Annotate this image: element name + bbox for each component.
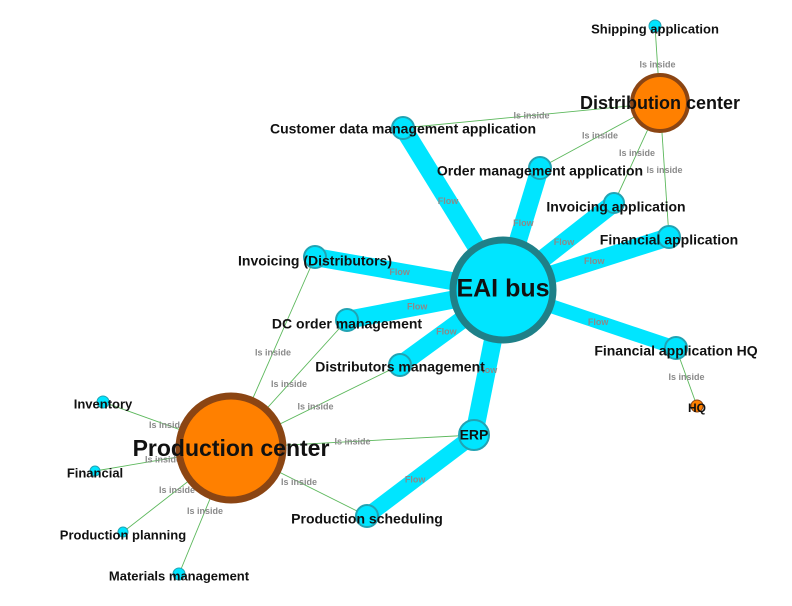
node-materials[interactable] xyxy=(172,567,186,581)
inside-edge-customer-distribution xyxy=(402,102,661,129)
node-label-materials: Materials management xyxy=(109,568,250,583)
edge-label-order-distribution: Is inside xyxy=(582,131,618,141)
edge-label-production_planning-production: Is inside xyxy=(159,485,195,495)
edge-label-eai-order: Flow xyxy=(513,218,534,228)
edge-label-eai-dc_order: Flow xyxy=(407,302,428,312)
node-hq[interactable] xyxy=(690,399,704,413)
node-shipping[interactable] xyxy=(648,19,662,33)
edge-label-dc_order-production: Is inside xyxy=(271,379,307,389)
node-label-order: Order management application xyxy=(437,163,643,179)
node-label-production-planning: Production planning xyxy=(60,527,186,542)
node-production-scheduling[interactable] xyxy=(355,504,379,528)
node-label-eai: EAI bus xyxy=(456,275,549,303)
node-production[interactable] xyxy=(175,392,287,504)
node-order[interactable] xyxy=(528,156,552,180)
edge-label-eai-financial_hq: Flow xyxy=(588,317,609,327)
node-financial-app[interactable] xyxy=(657,225,681,249)
node-inventory[interactable] xyxy=(96,395,110,409)
node-label-inventory: Inventory xyxy=(74,396,133,411)
edge-label-invoicing-distribution: Is inside xyxy=(619,148,655,158)
node-label-invoicing-dist: Invoicing (Distributors) xyxy=(238,253,392,269)
node-eai[interactable] xyxy=(449,236,557,344)
edge-label-eai-invoicing_dist: Flow xyxy=(389,267,410,277)
node-invoicing-dist[interactable] xyxy=(303,245,327,269)
node-distribution[interactable] xyxy=(630,73,690,133)
edge-label-erp-production: Is inside xyxy=(334,437,370,447)
node-label-distributors: Distributors management xyxy=(315,359,485,375)
flow-edge-erp-production_scheduling xyxy=(362,428,479,523)
node-erp[interactable] xyxy=(458,419,490,451)
node-financial[interactable] xyxy=(89,465,101,477)
edge-label-erp-production_scheduling: Flow xyxy=(405,475,426,485)
edge-label-customer-distribution: Is inside xyxy=(513,111,549,121)
node-financial-hq[interactable] xyxy=(664,336,688,360)
edge-label-financial_app-distribution: Is inside xyxy=(646,165,682,175)
edge-label-eai-customer: Flow xyxy=(438,196,459,206)
node-label-dc-order: DC order management xyxy=(272,316,422,332)
edge-label-financial_hq-hq: Is inside xyxy=(668,372,704,382)
edge-label-inventory-production: Is inside xyxy=(149,420,185,430)
node-label-financial-app: Financial application xyxy=(600,232,738,248)
edge-label-production_scheduling-production: Is inside xyxy=(281,477,317,487)
node-label-hq: HQ xyxy=(688,401,706,415)
edge-label-eai-invoicing: Flow xyxy=(554,237,575,247)
node-dc-order[interactable] xyxy=(335,308,359,332)
edge-label-shipping-distribution: Is inside xyxy=(639,60,675,70)
node-label-shipping: Shipping application xyxy=(591,21,719,36)
node-label-invoicing: Invoicing application xyxy=(546,199,685,215)
node-production-planning[interactable] xyxy=(117,526,129,538)
node-label-production-scheduling: Production scheduling xyxy=(291,511,443,527)
edge-label-distributors-production: Is inside xyxy=(297,402,333,412)
edge-label-eai-erp: Flow xyxy=(477,365,498,375)
edge-label-eai-financial_app: Flow xyxy=(584,256,605,266)
node-label-financial: Financial xyxy=(67,465,123,480)
nodes-layer xyxy=(89,19,704,581)
node-invoicing[interactable] xyxy=(603,192,625,214)
node-label-distribution: Distribution center xyxy=(580,93,740,113)
edge-label-eai-distributors: Flow xyxy=(436,326,457,336)
edge-label-invoicing_dist-production: Is inside xyxy=(255,348,291,358)
edge-labels-layer: FlowFlowFlowFlowFlowFlowFlowFlowFlowFlow… xyxy=(145,60,705,517)
node-label-erp: ERP xyxy=(460,427,489,443)
node-label-production: Production center xyxy=(133,435,330,461)
node-customer[interactable] xyxy=(391,116,415,140)
node-distributors[interactable] xyxy=(388,353,412,377)
node-label-financial-hq: Financial application HQ xyxy=(594,343,757,359)
edge-label-financial-production: Is inside xyxy=(145,455,181,465)
edge-label-materials-production: Is inside xyxy=(187,506,223,516)
node-label-customer: Customer data management application xyxy=(270,121,536,137)
